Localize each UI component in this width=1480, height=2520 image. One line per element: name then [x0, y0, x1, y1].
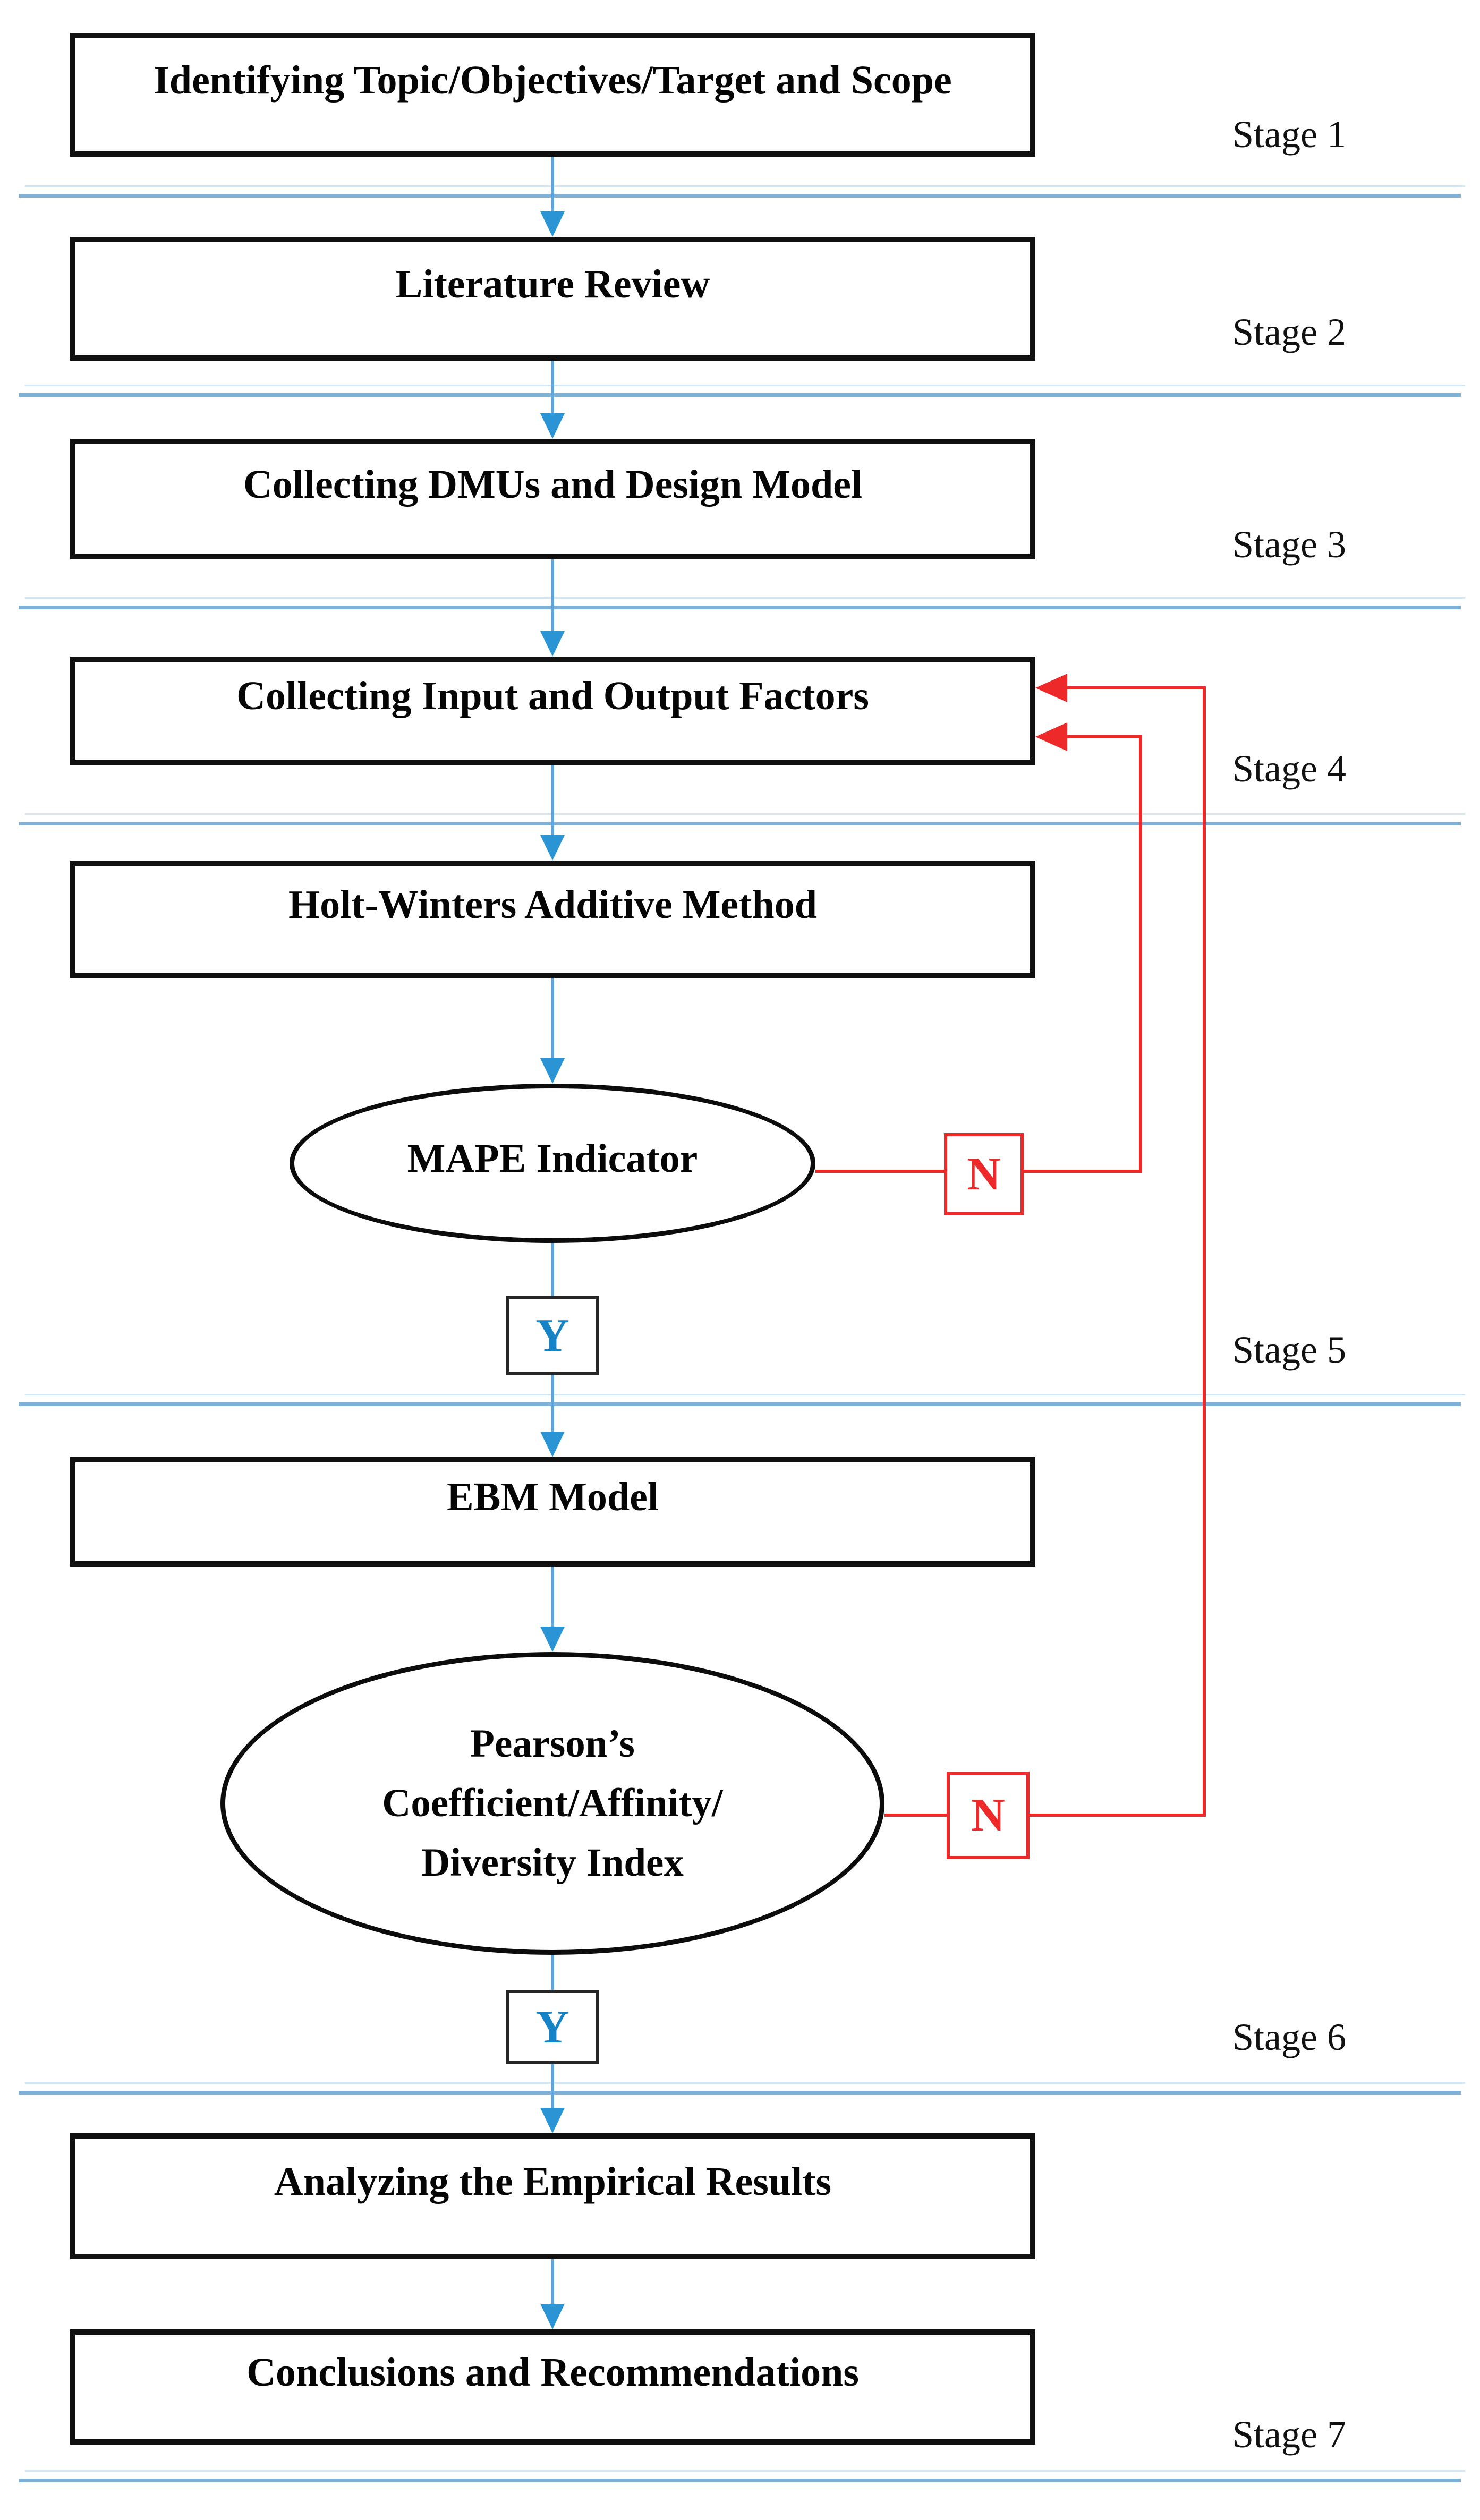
process-box-conclusions: Conclusions and Recommendations [70, 2329, 1035, 2445]
down-arrowhead-icon-6 [540, 1432, 565, 1457]
stage-divider-5 [19, 1394, 1465, 1406]
feedback-line-no-to-inner [1024, 1170, 1142, 1173]
pearson-label-line2: Coefficient/Affinity/ [382, 1781, 723, 1825]
stage-label-4: Stage 4 [1232, 747, 1346, 790]
flow-line-y-to-ebm [551, 1375, 554, 1434]
flow-line-y-to-analyze [551, 2064, 554, 2110]
stage-divider-7 [19, 2470, 1465, 2482]
down-arrowhead-icon-4 [540, 835, 565, 861]
process-box-analyzing-results: Analyzing the Empirical Results [70, 2133, 1035, 2259]
flow-line-4 [551, 765, 554, 837]
down-arrowhead-icon-1 [540, 211, 565, 237]
feedback-line-outer-vertical [1203, 686, 1206, 1817]
process-box-holt-winters: Holt-Winters Additive Method [70, 861, 1035, 978]
mape-label: MAPE Indicator [407, 1136, 698, 1181]
stage-divider-3 [19, 597, 1465, 609]
flow-line-analyze-to-conclusions [551, 2259, 554, 2306]
stage-divider-6 [19, 2082, 1465, 2095]
process-box-literature-review: Literature Review [70, 237, 1035, 361]
feedback-line-inner-vertical [1139, 735, 1142, 1173]
stage-label-1: Stage 1 [1232, 113, 1346, 156]
process-box-collecting-dmus: Collecting DMUs and Design Model [70, 439, 1035, 559]
stage-label-6: Stage 6 [1232, 2016, 1346, 2058]
stage-divider-4 [19, 813, 1465, 825]
decision-ellipse-mape: MAPE Indicator [290, 1084, 815, 1243]
left-arrowhead-icon-upper [1035, 674, 1067, 702]
no-gate-mape: N [944, 1133, 1024, 1215]
process-box-collecting-io-factors: Collecting Input and Output Factors [70, 657, 1035, 765]
flow-line-mape-to-y [551, 1243, 554, 1296]
yes-gate-pearson: Y [506, 1990, 599, 2064]
down-arrowhead-icon-5 [540, 1058, 565, 1084]
flow-line-5 [551, 978, 554, 1060]
stage-label-2: Stage 2 [1232, 311, 1346, 353]
flow-line-ebm-to-pearson [551, 1567, 554, 1629]
pearson-label-line3: Diversity Index [421, 1841, 684, 1885]
decision-ellipse-pearson: Pearson’s Coefficient/Affinity/ Diversit… [220, 1652, 884, 1955]
feedback-line-pearson-to-no [884, 1814, 947, 1817]
pearson-label-line1: Pearson’s [470, 1722, 635, 1766]
feedback-line-upper-return [1065, 686, 1206, 689]
feedback-line-mape-to-no [815, 1170, 944, 1173]
no-gate-pearson: N [947, 1772, 1030, 1859]
flow-line-pearson-to-y [551, 1955, 554, 1990]
process-box-identify-topic: Identifying Topic/Objectives/Target and … [70, 33, 1035, 157]
yes-gate-mape: Y [506, 1296, 599, 1375]
stage-divider-1 [19, 185, 1465, 198]
down-arrowhead-icon-9 [540, 2304, 565, 2329]
flow-line-3 [551, 559, 554, 633]
flow-line-2 [551, 361, 554, 415]
flow-line-1 [551, 157, 554, 214]
process-box-ebm-model: EBM Model [70, 1457, 1035, 1567]
down-arrowhead-icon-7 [540, 1627, 565, 1652]
stage-divider-2 [19, 385, 1465, 397]
stage-label-5: Stage 5 [1232, 1329, 1346, 1371]
down-arrowhead-icon-8 [540, 2108, 565, 2133]
stage-label-7: Stage 7 [1232, 2413, 1346, 2456]
down-arrowhead-icon-3 [540, 631, 565, 657]
stage-label-3: Stage 3 [1232, 523, 1346, 566]
feedback-line-lower-return [1065, 735, 1142, 738]
feedback-line-no-to-outer [1030, 1814, 1206, 1817]
down-arrowhead-icon-2 [540, 413, 565, 439]
left-arrowhead-icon-lower [1035, 722, 1067, 751]
